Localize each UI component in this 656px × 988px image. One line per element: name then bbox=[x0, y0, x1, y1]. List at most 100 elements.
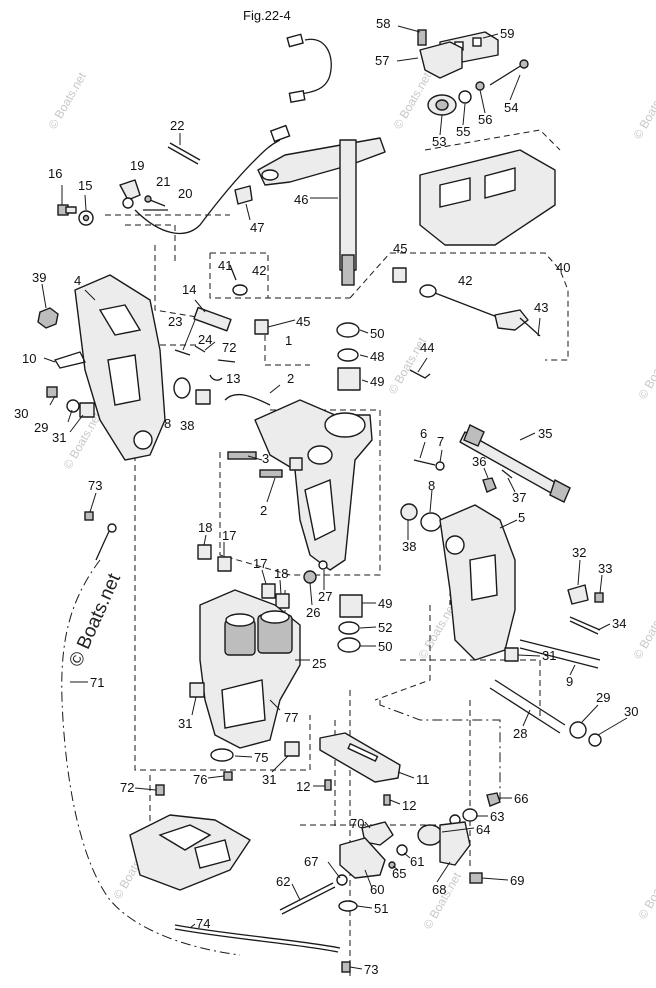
callout-32: 32 bbox=[572, 545, 586, 560]
callout-8: 8 bbox=[428, 478, 435, 493]
callout-46: 46 bbox=[294, 192, 308, 207]
callout-74: 74 bbox=[196, 916, 210, 931]
leader-lines bbox=[41, 25, 628, 970]
callout-67: 67 bbox=[304, 854, 318, 869]
watermark: © Boats.net bbox=[630, 599, 656, 661]
callout-61: 61 bbox=[410, 854, 424, 869]
callout-72: 72 bbox=[222, 340, 236, 355]
callout-69: 69 bbox=[510, 873, 524, 888]
callout-29: 29 bbox=[596, 690, 610, 705]
callout-30: 30 bbox=[624, 704, 638, 719]
callout-73: 73 bbox=[364, 962, 378, 977]
callout-31: 31 bbox=[542, 648, 556, 663]
callout-59: 59 bbox=[500, 26, 514, 41]
callout-33: 33 bbox=[598, 561, 612, 576]
callout-57: 57 bbox=[375, 53, 389, 68]
watermark: © Boats.net bbox=[635, 339, 656, 401]
callout-21: 21 bbox=[156, 174, 170, 189]
callout-31: 31 bbox=[178, 716, 192, 731]
callout-53: 53 bbox=[432, 134, 446, 149]
callout-42: 42 bbox=[252, 263, 266, 278]
callout-55: 55 bbox=[456, 124, 470, 139]
watermark: © Boats.net bbox=[420, 869, 464, 931]
parts bbox=[37, 29, 604, 973]
callout-4: 4 bbox=[74, 273, 81, 288]
callout-2: 2 bbox=[260, 503, 267, 518]
callout-75: 75 bbox=[254, 750, 268, 765]
callout-40: 40 bbox=[556, 260, 570, 275]
callout-49: 49 bbox=[370, 374, 384, 389]
callout-19: 19 bbox=[130, 158, 144, 173]
callout-18: 18 bbox=[274, 566, 288, 581]
watermark: © Boats.net bbox=[45, 69, 89, 131]
callout-38: 38 bbox=[180, 418, 194, 433]
callout-9: 9 bbox=[566, 674, 573, 689]
callout-28: 28 bbox=[513, 726, 527, 741]
callout-20: 20 bbox=[178, 186, 192, 201]
callout-47: 47 bbox=[250, 220, 264, 235]
callout-30: 30 bbox=[14, 406, 28, 421]
callouts: 58 59 57 54 53 55 56 22 19 21 20 16 15 4… bbox=[14, 16, 638, 977]
callout-43: 43 bbox=[534, 300, 548, 315]
callout-68: 68 bbox=[432, 882, 446, 897]
callout-64: 64 bbox=[476, 822, 490, 837]
callout-12: 12 bbox=[296, 779, 310, 794]
callout-77: 77 bbox=[284, 710, 298, 725]
figure-title: Fig.22-4 bbox=[243, 8, 291, 23]
callout-73: 73 bbox=[88, 478, 102, 493]
callout-62: 62 bbox=[276, 874, 290, 889]
callout-5: 5 bbox=[518, 510, 525, 525]
callout-24: 24 bbox=[198, 332, 212, 347]
callout-42: 42 bbox=[458, 273, 472, 288]
callout-72: 72 bbox=[120, 780, 134, 795]
callout-8: 8 bbox=[164, 416, 171, 431]
callout-12: 12 bbox=[402, 798, 416, 813]
watermark: © Boats.net bbox=[635, 859, 656, 921]
callout-11: 11 bbox=[416, 772, 430, 787]
callout-76: 76 bbox=[193, 772, 207, 787]
callout-52: 52 bbox=[378, 620, 392, 635]
callout-17: 17 bbox=[222, 528, 236, 543]
callout-51: 51 bbox=[374, 901, 388, 916]
watermark-large: © Boats.net bbox=[65, 570, 125, 670]
callout-45: 45 bbox=[296, 314, 310, 329]
callout-45: 45 bbox=[393, 241, 407, 256]
callout-29: 29 bbox=[34, 420, 48, 435]
callout-16: 16 bbox=[48, 166, 62, 181]
callout-56: 56 bbox=[478, 112, 492, 127]
callout-60: 60 bbox=[370, 882, 384, 897]
callout-13: 13 bbox=[226, 371, 240, 386]
callout-3: 3 bbox=[262, 451, 269, 466]
callout-63: 63 bbox=[490, 809, 504, 824]
callout-49: 49 bbox=[378, 596, 392, 611]
callout-34: 34 bbox=[612, 616, 626, 631]
callout-18: 18 bbox=[198, 520, 212, 535]
callout-39: 39 bbox=[32, 270, 46, 285]
callout-31: 31 bbox=[52, 430, 66, 445]
callout-14: 14 bbox=[182, 282, 196, 297]
callout-17: 17 bbox=[253, 556, 267, 571]
callout-26: 26 bbox=[306, 605, 320, 620]
callout-65: 65 bbox=[392, 866, 406, 881]
callout-15: 15 bbox=[78, 178, 92, 193]
callout-58: 58 bbox=[376, 16, 390, 31]
callout-25: 25 bbox=[312, 656, 326, 671]
callout-70: 70 bbox=[350, 816, 364, 831]
watermark: © Boats.net bbox=[630, 79, 656, 141]
watermark: © Boats.net bbox=[60, 409, 104, 471]
watermark: © Boats.net bbox=[390, 69, 434, 131]
callout-71: 71 bbox=[90, 675, 104, 690]
callout-54: 54 bbox=[504, 100, 518, 115]
callout-48: 48 bbox=[370, 349, 384, 364]
callout-10: 10 bbox=[22, 351, 36, 366]
callout-6: 6 bbox=[420, 426, 427, 441]
callout-35: 35 bbox=[538, 426, 552, 441]
callout-66: 66 bbox=[514, 791, 528, 806]
callout-27: 27 bbox=[318, 589, 332, 604]
callout-7: 7 bbox=[437, 434, 444, 449]
callout-44: 44 bbox=[420, 340, 434, 355]
callout-50: 50 bbox=[378, 639, 392, 654]
callout-50: 50 bbox=[370, 326, 384, 341]
callout-2: 2 bbox=[287, 371, 294, 386]
